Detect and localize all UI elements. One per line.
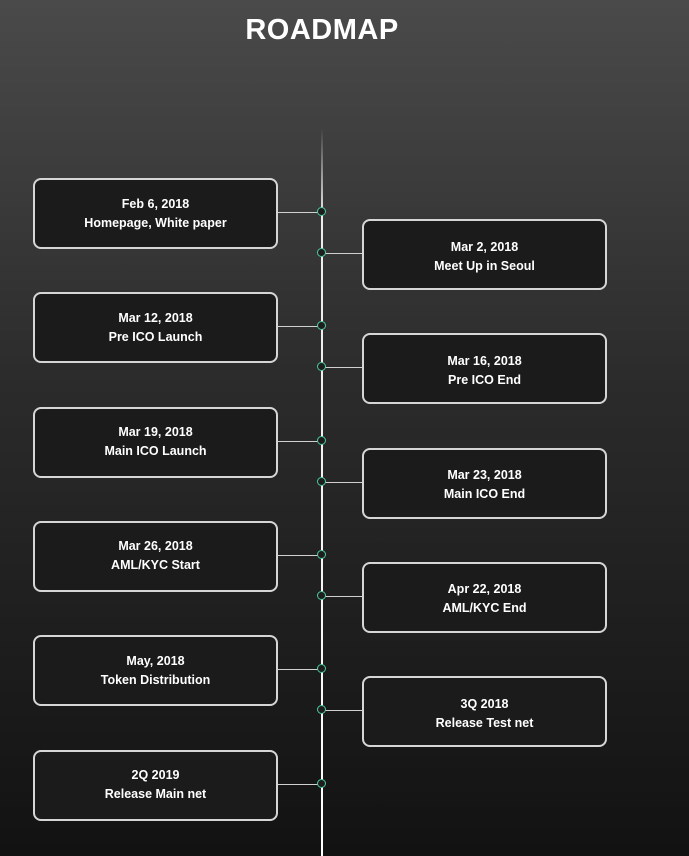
timeline-dot [317,207,326,216]
milestone-date: Mar 23, 2018 [447,468,522,483]
milestone-label: Main ICO Launch [104,444,207,459]
milestone-label: AML/KYC Start [111,558,200,573]
milestone-connector [322,367,362,368]
milestone-date: Mar 12, 2018 [118,310,193,325]
timeline-dot [317,550,326,559]
milestone-label: Homepage, White paper [84,215,227,230]
page-title: ROADMAP [245,14,399,46]
milestone-date: Mar 16, 2018 [447,353,522,368]
milestone-connector [322,596,362,597]
milestone-label: Pre ICO Launch [108,329,203,344]
timeline-dot [317,362,326,371]
milestone-label: Release Test net [435,715,534,730]
milestone-label: AML/KYC End [442,601,527,616]
milestone-date: 3Q 2018 [460,696,509,711]
milestone-connector [322,253,362,254]
milestone-label: Meet Up in Seoul [434,258,535,273]
milestone-date: Mar 19, 2018 [118,425,193,440]
milestone-date: Feb 6, 2018 [121,196,190,211]
milestone-label: Release Main net [104,787,207,801]
milestone-connector [278,784,322,785]
timeline-dot [317,477,326,486]
milestone-connector [278,441,322,442]
timeline-dot [317,779,326,788]
timeline-dot [317,321,326,330]
timeline-line [321,128,323,856]
milestone-connector [278,212,322,213]
timeline-dot [317,664,326,673]
milestone-connector [278,669,322,670]
milestone-connector [322,710,362,711]
milestone-label: Pre ICO End [448,372,521,387]
milestone-date: 2Q 2019 [131,768,180,782]
milestone-connector [278,326,322,327]
timeline-dot [317,248,326,257]
milestone-date: Apr 22, 2018 [447,582,522,597]
milestone-date: May, 2018 [126,653,185,668]
timeline-dot [317,705,326,714]
milestone-label: Token Distribution [100,672,211,687]
timeline-dot [317,436,326,445]
timeline-dot [317,591,326,600]
milestone-connector [278,555,322,556]
milestone-date: Mar 2, 2018 [450,239,519,254]
milestone-label: Main ICO End [443,487,526,502]
milestone-date: Mar 26, 2018 [118,539,193,554]
milestone-connector [322,482,362,483]
